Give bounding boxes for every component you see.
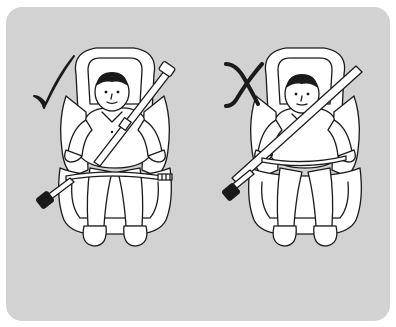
- car-seat-base: [249, 168, 362, 234]
- figure-correct: [36, 48, 176, 246]
- child-right-shoe: [314, 226, 337, 246]
- child-left-shoe: [273, 226, 296, 246]
- x-mark-icon: [226, 64, 262, 106]
- child-left-shoe: [83, 226, 106, 246]
- child-right-shoe: [124, 226, 147, 246]
